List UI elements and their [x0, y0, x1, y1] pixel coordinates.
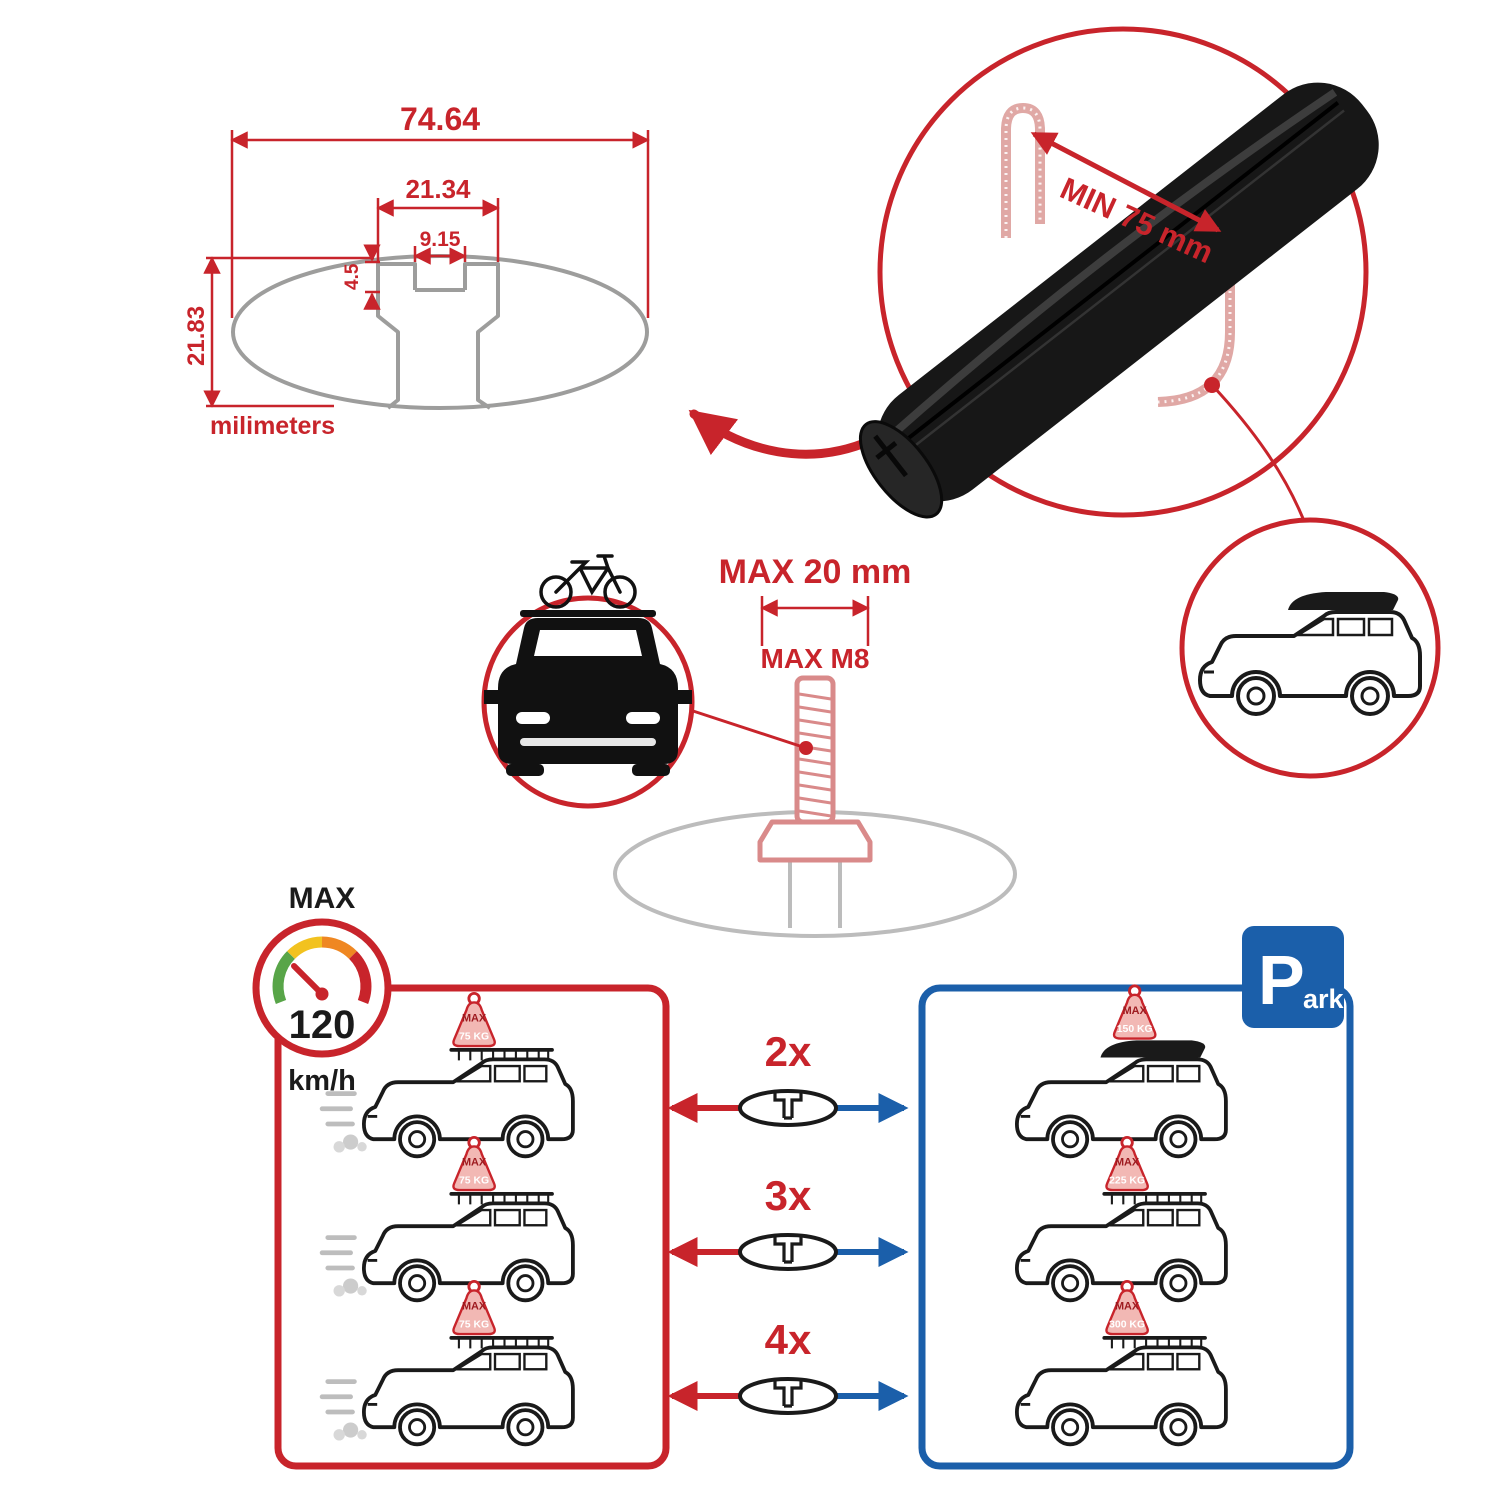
driving-car-row-2: MAX 75 KG: [322, 1135, 575, 1303]
bar-count-label: 2x: [765, 1028, 812, 1075]
thread-lines: [798, 692, 832, 818]
total-width-label: 74.64: [400, 101, 480, 137]
speed-unit: km/h: [288, 1065, 356, 1097]
t-bolt: [757, 675, 873, 863]
load-tag-value: 225 KG: [1109, 1175, 1145, 1186]
bar-count-label: 3x: [765, 1172, 812, 1219]
min-length-arrow: [1030, 131, 1222, 233]
crossbar-section-icon: [738, 1377, 838, 1415]
crossbar-section-icon: [738, 1233, 838, 1271]
load-tag-max: MAX: [1115, 1156, 1140, 1168]
speed-value: 120: [289, 1003, 356, 1047]
roof-box-icon: [1100, 1040, 1206, 1058]
bicycle-icon: [539, 554, 637, 609]
driving-car-row-3: MAX 75 KG: [322, 1279, 575, 1447]
total-height-label: 21.83: [183, 306, 210, 366]
bolt-leader-line: [689, 708, 807, 750]
load-tag-max: MAX: [1115, 1300, 1140, 1312]
bar-count-row-3: 4x: [667, 1316, 909, 1415]
bolt-max-width-label: MAX 20 mm: [719, 553, 912, 591]
detail-to-profile-arrow: [688, 409, 877, 459]
load-tag-max: MAX: [462, 1156, 487, 1168]
units-label: milimeters: [210, 412, 335, 440]
suv-side-icon: [1015, 1345, 1228, 1447]
crossbar-profile-ellipse: [231, 254, 649, 410]
load-tag-value: 300 KG: [1109, 1319, 1145, 1330]
suv-side-icon: [361, 1345, 575, 1447]
dimension-lines: [203, 130, 650, 408]
load-tag-value: 150 KG: [1117, 1024, 1153, 1035]
detail-point: [1204, 377, 1220, 393]
channel-stems: [788, 860, 842, 928]
channel-width-label: 21.34: [405, 174, 471, 204]
crossbar-3d: [858, 82, 1379, 519]
car-front-icon: [484, 610, 692, 776]
bolt-diagram-section: MAX 20 mm MAX M8: [481, 553, 1017, 938]
gauge-needle: [291, 963, 325, 997]
speed-max-label: MAX: [289, 882, 356, 915]
t-bolt-head: [757, 819, 873, 863]
parking-sign-ark: ark: [1303, 984, 1345, 1014]
load-tag-max: MAX: [462, 1300, 487, 1312]
parking-sign-p: P: [1258, 941, 1305, 1019]
bar-count-label: 4x: [765, 1316, 812, 1363]
parking-car-row-2: MAX 225 KG: [1015, 1135, 1228, 1303]
motion-lines: [322, 1238, 367, 1297]
load-tag-value: 75 KG: [459, 1031, 489, 1042]
load-tag-value: 75 KG: [459, 1319, 489, 1330]
speed-gauge-icon: MAX 120 km/h: [252, 882, 392, 1097]
motion-lines: [322, 1094, 367, 1153]
crossbar-section-icon: [738, 1089, 838, 1127]
driving-car-row-1: MAX 75 KG: [322, 991, 575, 1159]
bar-count-row-2: 3x: [667, 1172, 909, 1271]
driving-box-frame: [274, 984, 670, 1470]
crossbar-detail-section: MIN 75 mm: [858, 26, 1441, 779]
parking-car-row-3: MAX 300 KG: [1015, 1279, 1228, 1447]
load-tag-max: MAX: [1123, 1005, 1148, 1017]
parking-sign-icon: P ark: [1242, 926, 1345, 1028]
bolt-thread-label: MAX M8: [761, 643, 870, 674]
profile-dimension-diagram: 74.64 21.34 9.15 4.5 21.83 milimeters: [183, 101, 650, 440]
motion-lines: [322, 1382, 367, 1441]
bolt-width-dimension: [760, 596, 870, 646]
bolt-point: [799, 741, 813, 755]
parking-car-row-1: MAX 150 KG: [1015, 984, 1228, 1159]
t-slot-profile-outline: [376, 262, 500, 410]
bar-count-row-1: 2x: [667, 1028, 909, 1127]
load-tag-max: MAX: [462, 1012, 487, 1024]
connector-line: [1210, 383, 1308, 527]
slot-width-label: 9.15: [420, 228, 461, 251]
slot-depth-label: 4.5: [342, 263, 363, 290]
load-tag-value: 75 KG: [459, 1175, 489, 1186]
